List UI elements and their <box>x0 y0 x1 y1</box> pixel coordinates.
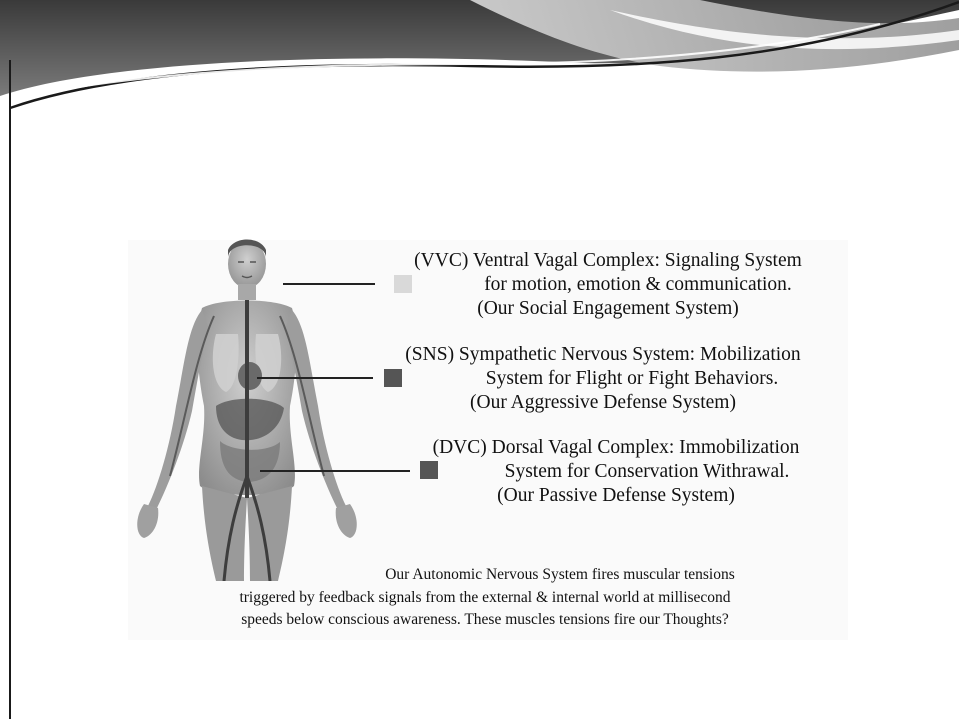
caption-line-3: speeds below conscious awareness. These … <box>140 609 830 632</box>
dvc-label: (DVC) Dorsal Vagal Complex: Immobilizati… <box>392 436 840 508</box>
anatomy-figure-icon <box>130 236 390 581</box>
caption: Our Autonomic Nervous System fires muscu… <box>140 564 830 632</box>
vvc-title: (VVC) Ventral Vagal Complex: Signaling S… <box>368 249 848 273</box>
vvc-system: (Our Social Engagement System) <box>368 297 848 321</box>
vvc-desc: for motion, emotion & communication. <box>368 273 848 297</box>
sns-label: (SNS) Sympathetic Nervous System: Mobili… <box>356 343 850 415</box>
dvc-desc: System for Conservation Withrawal. <box>392 460 840 484</box>
sns-title: (SNS) Sympathetic Nervous System: Mobili… <box>356 343 850 367</box>
sns-desc: System for Flight or Fight Behaviors. <box>356 367 850 391</box>
dvc-title: (DVC) Dorsal Vagal Complex: Immobilizati… <box>392 436 840 460</box>
dvc-system: (Our Passive Defense System) <box>392 484 840 508</box>
slide-left-border <box>9 60 11 719</box>
dvc-leader-line <box>260 470 410 472</box>
vvc-label: (VVC) Ventral Vagal Complex: Signaling S… <box>368 249 848 321</box>
header-swoosh-decoration <box>0 0 959 110</box>
caption-line-1: Our Autonomic Nervous System fires muscu… <box>140 564 830 587</box>
caption-line-2: triggered by feedback signals from the e… <box>140 587 830 610</box>
sns-system: (Our Aggressive Defense System) <box>356 391 850 415</box>
vvc-leader-line <box>283 283 375 285</box>
